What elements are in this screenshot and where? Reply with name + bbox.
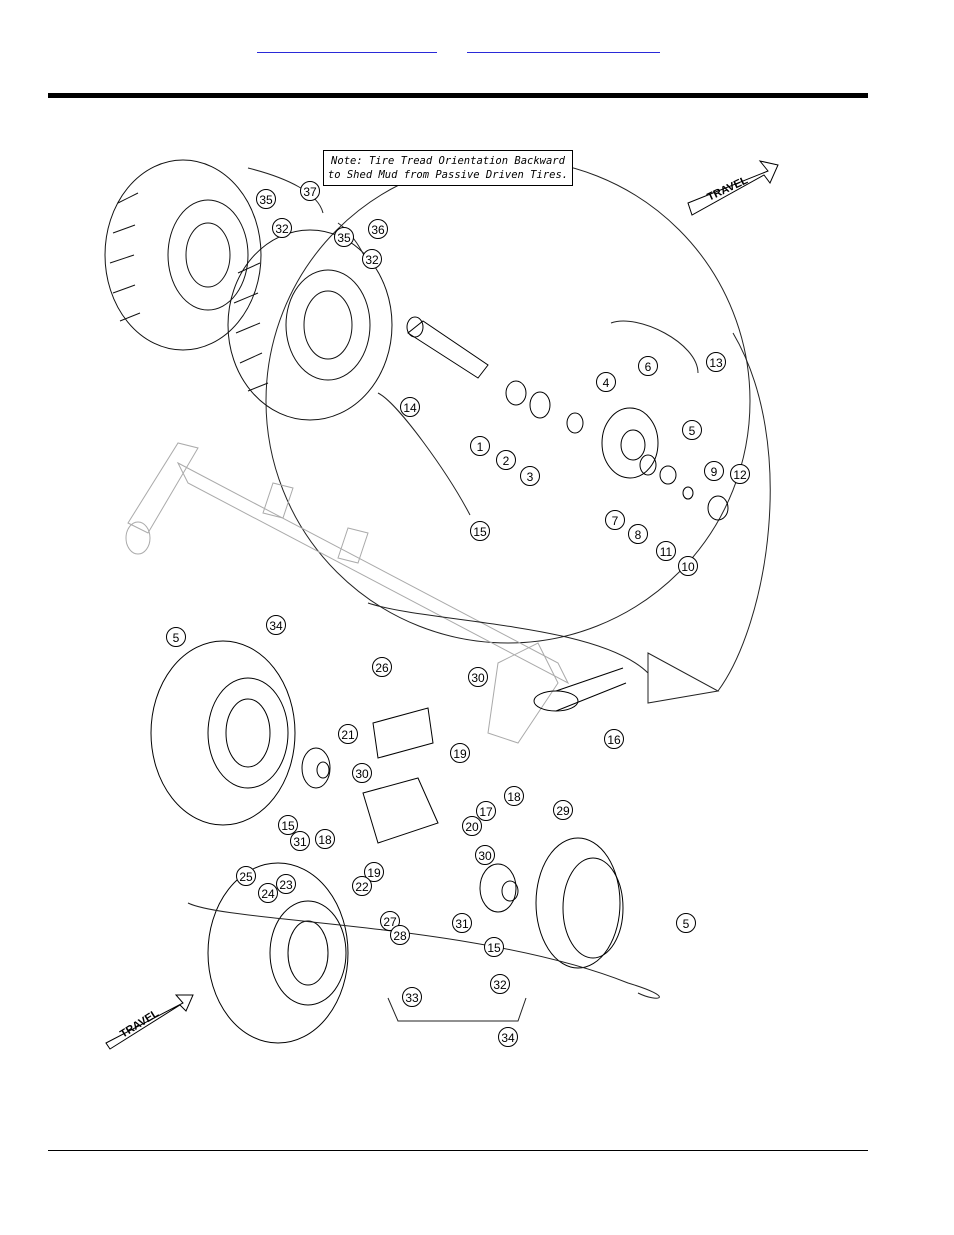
top-rule <box>48 93 868 98</box>
callout-20: 20 <box>462 816 482 836</box>
callout-21: 21 <box>338 724 358 744</box>
wheel-left-front <box>151 641 295 825</box>
callout-11: 11 <box>656 541 676 561</box>
callout-5: 5 <box>166 627 186 647</box>
callout-18: 18 <box>504 786 524 806</box>
callout-15: 15 <box>470 521 490 541</box>
callout-34: 34 <box>498 1027 518 1047</box>
callout-5: 5 <box>682 420 702 440</box>
callout-28: 28 <box>390 925 410 945</box>
callout-24: 24 <box>258 883 278 903</box>
callout-9: 9 <box>704 461 724 481</box>
callout-32: 32 <box>490 974 510 994</box>
callout-19: 19 <box>450 743 470 763</box>
callout-8: 8 <box>628 524 648 544</box>
callout-32: 32 <box>272 218 292 238</box>
detail-leader-right <box>718 333 770 691</box>
callout-30: 30 <box>352 763 372 783</box>
callout-26: 26 <box>372 657 392 677</box>
callout-12: 12 <box>730 464 750 484</box>
note-line-2: to Shed Mud from Passive Driven Tires. <box>324 168 572 182</box>
callout-23: 23 <box>276 874 296 894</box>
note-line-1: Note: Tire Tread Orientation Backward <box>324 154 572 168</box>
callout-3: 3 <box>520 466 540 486</box>
callout-1: 1 <box>470 436 490 456</box>
detail-leader-left <box>368 603 648 673</box>
callout-13: 13 <box>706 352 726 372</box>
hub-right <box>480 864 518 912</box>
callout-10: 10 <box>678 556 698 576</box>
header-link-1[interactable] <box>257 46 437 53</box>
header-link-2[interactable] <box>467 46 660 53</box>
brace-15 <box>378 393 470 515</box>
detail-arrowhead <box>648 653 718 703</box>
callout-2: 2 <box>496 450 516 470</box>
exploded-view-drawing <box>78 143 798 1075</box>
callout-37: 37 <box>300 181 320 201</box>
callout-35: 35 <box>256 189 276 209</box>
bottom-rule <box>48 1150 868 1151</box>
callout-6: 6 <box>638 356 658 376</box>
callout-32: 32 <box>362 249 382 269</box>
hub-left <box>302 748 330 788</box>
twin-tires-top <box>105 160 392 420</box>
callout-5: 5 <box>676 913 696 933</box>
callout-22: 22 <box>352 876 372 896</box>
callout-4: 4 <box>596 372 616 392</box>
axle-frame <box>126 443 568 743</box>
callout-16: 16 <box>604 729 624 749</box>
callout-18: 18 <box>315 829 335 849</box>
callout-35: 35 <box>334 227 354 247</box>
callout-31: 31 <box>290 831 310 851</box>
callout-30: 30 <box>475 845 495 865</box>
callout-30: 30 <box>468 667 488 687</box>
callout-14: 14 <box>400 397 420 417</box>
callout-33: 33 <box>402 987 422 1007</box>
callout-15: 15 <box>484 937 504 957</box>
callout-36: 36 <box>368 219 388 239</box>
parts-diagram: Note: Tire Tread Orientation Backward to… <box>78 143 798 1075</box>
callout-34: 34 <box>266 615 286 635</box>
wheel-rim-right <box>536 838 623 968</box>
callout-31: 31 <box>452 913 472 933</box>
tread-orientation-note: Note: Tire Tread Orientation Backward to… <box>323 150 573 186</box>
brace-34 <box>188 903 659 998</box>
callout-29: 29 <box>553 800 573 820</box>
callout-7: 7 <box>605 510 625 530</box>
callout-25: 25 <box>236 866 256 886</box>
pivot-bracket <box>363 668 626 843</box>
